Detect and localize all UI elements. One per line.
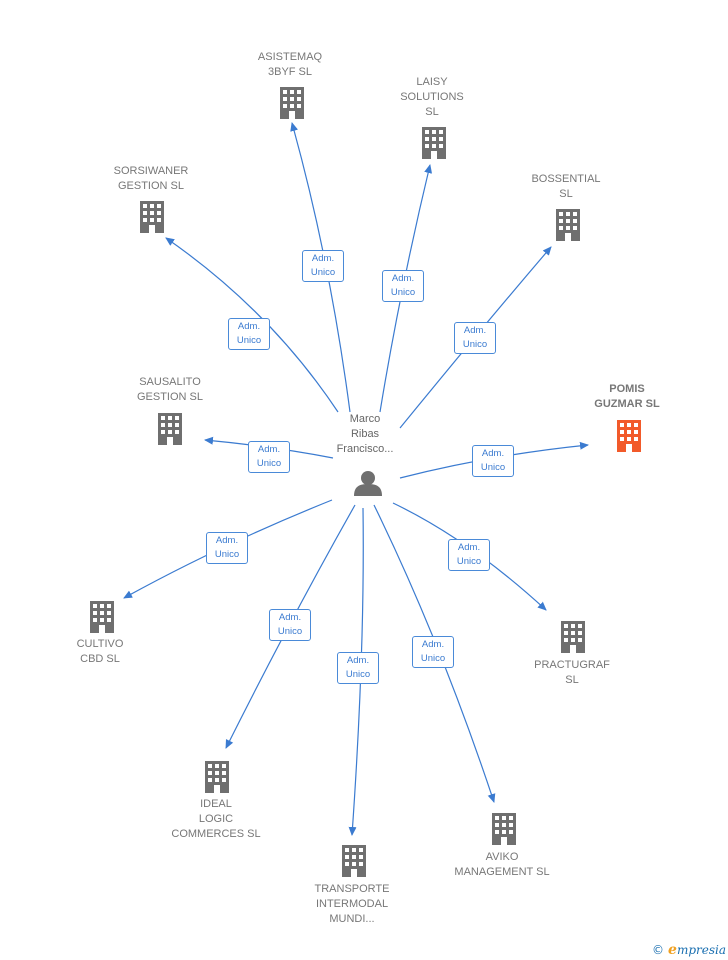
company-name-cultivo[interactable]: CULTIVO CBD SL bbox=[76, 638, 124, 665]
brand-name: mpresia bbox=[676, 943, 726, 957]
building-icon-laisy[interactable] bbox=[422, 127, 446, 159]
role-label-asistemaq: Adm. Unico bbox=[302, 250, 344, 282]
building-icon-transporte[interactable] bbox=[342, 845, 366, 877]
footer-brand[interactable]: ©empresia bbox=[652, 942, 726, 958]
building-icon-sorsiwaner[interactable] bbox=[140, 201, 164, 233]
role-label-ideal: Adm. Unico bbox=[269, 609, 311, 641]
company-name-sausalito[interactable]: SAUSALITO GESTION SL bbox=[136, 376, 204, 403]
building-icon-practugraf[interactable] bbox=[561, 621, 585, 653]
company-name-bossential[interactable]: BOSSENTIAL SL bbox=[531, 173, 601, 200]
company-name-sorsiwaner[interactable]: SORSIWANER GESTION SL bbox=[113, 165, 189, 192]
building-icon-bossential[interactable] bbox=[556, 209, 580, 241]
company-name-pomis[interactable]: POMIS GUZMAR SL bbox=[594, 383, 660, 410]
company-name-laisy[interactable]: LAISY SOLUTIONS SL bbox=[400, 76, 464, 118]
brand-initial: e bbox=[668, 942, 677, 958]
person-icon[interactable] bbox=[354, 471, 382, 496]
role-label-practugraf: Adm. Unico bbox=[448, 539, 490, 571]
building-icon-ideal[interactable] bbox=[205, 761, 229, 793]
building-icon-aviko[interactable] bbox=[492, 813, 516, 845]
company-name-ideal[interactable]: IDEAL LOGIC COMMERCES SL bbox=[171, 798, 261, 840]
company-name-transporte[interactable]: TRANSPORTE INTERMODAL MUNDI... bbox=[314, 883, 390, 925]
edge-sorsiwaner bbox=[165, 237, 339, 413]
role-label-pomis: Adm. Unico bbox=[472, 445, 514, 477]
role-label-sausalito: Adm. Unico bbox=[248, 441, 290, 473]
building-icon-asistemaq[interactable] bbox=[280, 87, 304, 119]
role-label-bossential: Adm. Unico bbox=[454, 322, 496, 354]
role-label-cultivo: Adm. Unico bbox=[206, 532, 248, 564]
edges bbox=[123, 122, 589, 836]
company-name-aviko[interactable]: AVIKO MANAGEMENT SL bbox=[454, 851, 550, 878]
center-person-name[interactable]: Marco Ribas Francisco... bbox=[336, 413, 394, 455]
role-label-laisy: Adm. Unico bbox=[382, 270, 424, 302]
building-icon-sausalito[interactable] bbox=[158, 413, 182, 445]
role-label-aviko: Adm. Unico bbox=[412, 636, 454, 668]
role-label-sorsiwaner: Adm. Unico bbox=[228, 318, 270, 350]
building-icon-cultivo[interactable] bbox=[90, 601, 114, 633]
company-name-asistemaq[interactable]: ASISTEMAQ 3BYF SL bbox=[257, 51, 323, 78]
copyright-icon: © bbox=[652, 943, 665, 957]
company-name-practugraf[interactable]: PRACTUGRAF SL bbox=[534, 659, 610, 686]
building-icon-pomis[interactable] bbox=[617, 420, 641, 452]
role-label-transporte: Adm. Unico bbox=[337, 652, 379, 684]
